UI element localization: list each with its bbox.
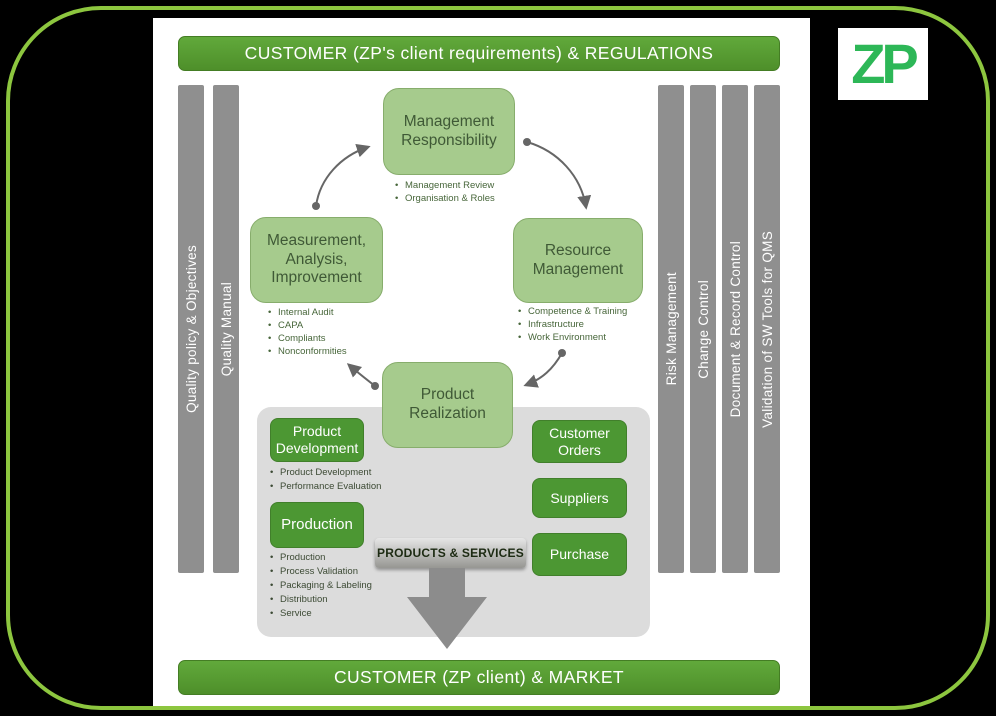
button-product-development: Product Development bbox=[270, 418, 364, 462]
bottom-banner-label: CUSTOMER (ZP client) & MARKET bbox=[333, 667, 625, 687]
bar-validation-sw-tools-label: Validation of SW Tools for QMS bbox=[759, 230, 775, 428]
button-customer-orders: Customer Orders bbox=[532, 420, 627, 463]
bullet-item: Distribution bbox=[268, 593, 372, 607]
bar-quality-policy-objectives: Quality policy & Objectives bbox=[178, 85, 204, 573]
bar-change-control-label: Change Control bbox=[695, 279, 711, 379]
zp-logo: ZP bbox=[838, 28, 928, 100]
bar-quality-manual-label: Quality Manual bbox=[218, 281, 234, 377]
bullet-item: Work Environment bbox=[516, 331, 627, 344]
products-services-bar: PRODUCTS & SERVICES bbox=[375, 538, 526, 568]
bullet-item: Product Development bbox=[268, 466, 381, 480]
bullet-item: CAPA bbox=[266, 319, 347, 332]
bar-document-record-control-label: Document & Record Control bbox=[727, 240, 743, 418]
bar-quality-manual: Quality Manual bbox=[213, 85, 239, 573]
top-banner: CUSTOMER (ZP's client requirements) & RE… bbox=[178, 36, 780, 71]
management-responsibility-bullets: Management Review Organisation & Roles bbox=[393, 179, 495, 205]
bar-document-record-control: Document & Record Control bbox=[722, 85, 748, 573]
bar-risk-management-label: Risk Management bbox=[663, 272, 679, 386]
production-bullets: Production Process Validation Packaging … bbox=[268, 551, 372, 621]
bar-risk-management: Risk Management bbox=[658, 85, 684, 573]
button-purchase: Purchase bbox=[532, 533, 627, 576]
measurement-bullets: Internal Audit CAPA Compliants Nonconfor… bbox=[266, 306, 347, 358]
bar-change-control: Change Control bbox=[690, 85, 716, 573]
box-product-realization: Product Realization bbox=[382, 362, 513, 448]
resource-management-bullets: Competence & Training Infrastructure Wor… bbox=[516, 305, 627, 344]
bullet-item: Process Validation bbox=[268, 565, 372, 579]
bullet-item: Service bbox=[268, 607, 372, 621]
bullet-item: Compliants bbox=[266, 332, 347, 345]
top-banner-label: CUSTOMER (ZP's client requirements) & RE… bbox=[244, 43, 714, 63]
bullet-item: Performance Evaluation bbox=[268, 480, 381, 494]
bullet-item: Nonconformities bbox=[266, 345, 347, 358]
bullet-item: Competence & Training bbox=[516, 305, 627, 318]
bullet-item: Infrastructure bbox=[516, 318, 627, 331]
frame-border bbox=[6, 6, 990, 710]
product-development-bullets: Product Development Performance Evaluati… bbox=[268, 466, 381, 494]
button-production: Production bbox=[270, 502, 364, 548]
bullet-item: Organisation & Roles bbox=[393, 192, 495, 205]
bullet-item: Production bbox=[268, 551, 372, 565]
bullet-item: Internal Audit bbox=[266, 306, 347, 319]
box-resource-management: Resource Management bbox=[513, 218, 643, 303]
bottom-banner: CUSTOMER (ZP client) & MARKET bbox=[178, 660, 780, 695]
button-suppliers: Suppliers bbox=[532, 478, 627, 518]
bullet-item: Management Review bbox=[393, 179, 495, 192]
box-measurement-analysis-improvement: Measurement, Analysis, Improvement bbox=[250, 217, 383, 303]
bar-validation-sw-tools: Validation of SW Tools for QMS bbox=[754, 85, 780, 573]
bar-quality-policy-objectives-label: Quality policy & Objectives bbox=[183, 245, 199, 413]
zp-logo-text: ZP bbox=[851, 32, 919, 95]
bullet-item: Packaging & Labeling bbox=[268, 579, 372, 593]
box-management-responsibility: Management Responsibility bbox=[383, 88, 515, 175]
